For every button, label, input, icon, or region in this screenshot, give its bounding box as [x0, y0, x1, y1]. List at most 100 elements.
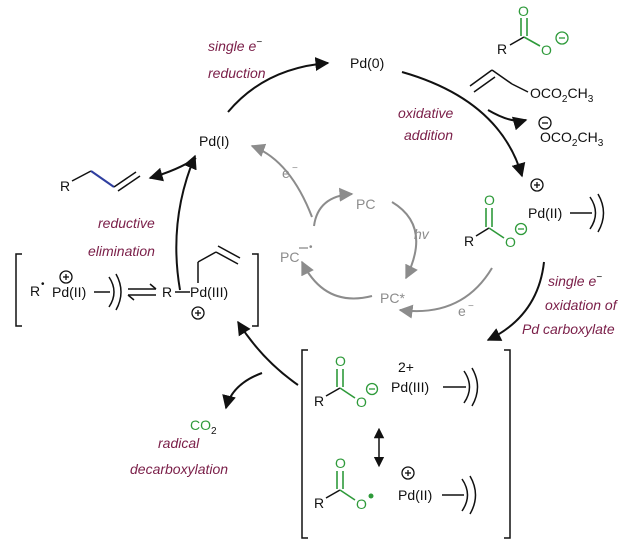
- arrow-pd-electron-to-pc: [398, 267, 493, 319]
- pd2-radical-co-single: [339, 489, 356, 501]
- allyl-carbonate: OCO2CH3: [469, 69, 594, 105]
- pd3-alkyl-positive: [191, 306, 205, 320]
- co2-label: CO2: [190, 417, 217, 437]
- carbonate-label: OCO2CH3: [540, 129, 604, 149]
- pd3-carbox-allyl-arc-2: [471, 367, 479, 407]
- pd3-carbox-charge: 2+: [398, 359, 414, 375]
- pd3-carboxylate-bracket-group: R O O 2+ Pd(III) R O O Pd(II): [301, 349, 511, 539]
- arrow-pd3-carboxylate-to-pd3-alkyl: [237, 320, 299, 386]
- pd3-carbox-negative: [365, 382, 379, 396]
- pd3-carbox-co-single: [339, 387, 356, 399]
- product-bond-r: [71, 170, 92, 182]
- pd0-label: Pd(0): [350, 55, 384, 71]
- pd2-complex-label: Pd(II): [528, 205, 562, 221]
- allyl-double-bond-1: [469, 69, 493, 87]
- pc-label: PC: [356, 196, 375, 212]
- step-single-e-oxidation-2: oxidation of: [545, 297, 619, 313]
- allyl-double-bond-2: [473, 76, 496, 93]
- pd3-alkyl-bracket-group: R • Pd(II) R Pd(III): [15, 245, 259, 327]
- substrate-o-minus: O: [541, 42, 552, 58]
- pd2-complex-co-single: [488, 227, 505, 239]
- pd3-carbox-r-bond: [325, 387, 341, 397]
- product-double-bond: [117, 175, 141, 192]
- pd2-radical-o-dot: O: [356, 496, 367, 512]
- radical-pd2-allyl-arc-1: [108, 276, 115, 308]
- carbonate-negative-charge: [538, 116, 552, 130]
- pd3-allyl-bond-2: [197, 251, 217, 263]
- arrow-pd0-to-pd2-allyl: [401, 71, 526, 178]
- step-single-e-oxidation-1: single e−: [548, 272, 602, 289]
- electron-label-bottom-minus: −: [468, 301, 474, 312]
- arrow-pc-electron-to-pd: [250, 143, 313, 218]
- radical-r-label: R: [30, 283, 40, 299]
- step-oxidative-addition-2: addition: [404, 127, 453, 143]
- pd3-allyl-double-2: [217, 245, 241, 259]
- pd2-radical-dot: [368, 493, 374, 499]
- pd2-complex-r-bond: [475, 227, 490, 237]
- arrow-pd1-to-pd0: [227, 57, 330, 113]
- left-bracket-close: [252, 253, 259, 327]
- substrate-o-top: O: [518, 3, 529, 19]
- pd2-complex-positive-charge: [530, 178, 544, 192]
- step-radical-decarboxylation-2: decarboxylation: [130, 461, 228, 477]
- pd2-complex-negative-charge: [514, 222, 528, 236]
- pd2-radical-r-bond: [325, 489, 341, 499]
- step-reductive-elimination-1: reductive: [98, 215, 155, 231]
- pd3-alkyl-label: Pd(III): [190, 284, 228, 300]
- arrow-pd2-to-pd3: [486, 261, 545, 341]
- step-single-e-oxidation-3: Pd carboxylate: [522, 321, 615, 337]
- pd2-complex-allyl-arc-1: [589, 196, 597, 230]
- left-bracket-open: [15, 253, 22, 327]
- pd2-radical-positive: [401, 466, 415, 480]
- pd3-carbox-allyl-arc-1: [463, 370, 471, 404]
- product-new-bond: [90, 170, 115, 188]
- step-single-e-reduction-1: single e−: [208, 37, 262, 54]
- product-r-label: R: [60, 178, 70, 194]
- pd3-carbox-r: R: [314, 393, 324, 409]
- substrate-r-label: R: [497, 41, 507, 57]
- pd3-carbox-pd-label: Pd(III): [391, 379, 429, 395]
- radical-pd2-allyl-arc-2: [115, 273, 122, 311]
- electron-label-top-minus: −: [292, 163, 298, 174]
- arrow-pd3-alkyl-to-pd1: [175, 154, 197, 291]
- equilibrium-arrow-forward-head: [149, 283, 157, 290]
- pd2-complex-r: R: [464, 233, 474, 249]
- pd2-radical-r: R: [314, 495, 324, 511]
- pd1-label: Pd(I): [199, 133, 229, 149]
- product-molecule: R: [60, 170, 141, 194]
- arrow-co2-release: [222, 372, 263, 410]
- arrow-pc-star-to-pc-anion: [301, 260, 373, 300]
- radical-r-dot: •: [41, 279, 45, 290]
- arrow-pc-excitation: [391, 201, 418, 280]
- pd2-radical-pd-label: Pd(II): [398, 487, 432, 503]
- bottom-bracket-close: [504, 349, 511, 539]
- electron-label-top: e: [282, 165, 290, 181]
- step-reductive-elimination-2: elimination: [88, 243, 155, 259]
- allyl-carbonate-label: OCO2CH3: [530, 85, 594, 105]
- pd3-carbox-o-top: O: [335, 353, 346, 369]
- step-single-e-reduction-2: reduction: [208, 65, 266, 81]
- pd2-allyl-carboxylate: R O O Pd(II): [464, 178, 605, 250]
- equilibrium-arrow-back-head: [127, 294, 135, 301]
- substrate-negative-charge: [555, 31, 569, 45]
- radical-pd2-label: Pd(II): [52, 284, 86, 300]
- step-oxidative-addition-1: oxidative: [398, 105, 453, 121]
- allyl-bond-1: [491, 69, 513, 85]
- pd3-alkyl-r-label: R: [162, 284, 172, 300]
- product-bond-mid: [113, 171, 137, 188]
- pc-star-label: PC*: [380, 290, 405, 306]
- pd2-complex-o-minus: O: [505, 234, 516, 250]
- pc-anion-dot: •: [309, 242, 313, 253]
- arrow-pc-anion-to-pc: [313, 187, 354, 227]
- substrate-r-bond: [509, 36, 525, 46]
- electron-label-bottom: e: [458, 303, 466, 319]
- pd2-radical-o-top: O: [335, 455, 346, 471]
- radical-pd2-positive: [59, 270, 73, 284]
- substrate-co-single: [523, 36, 541, 47]
- pd2-complex-allyl-arc-2: [597, 193, 605, 233]
- allyl-bond-2: [511, 83, 529, 93]
- pd2-complex-o-top: O: [484, 192, 495, 208]
- arrow-carbonate-release: [487, 109, 528, 131]
